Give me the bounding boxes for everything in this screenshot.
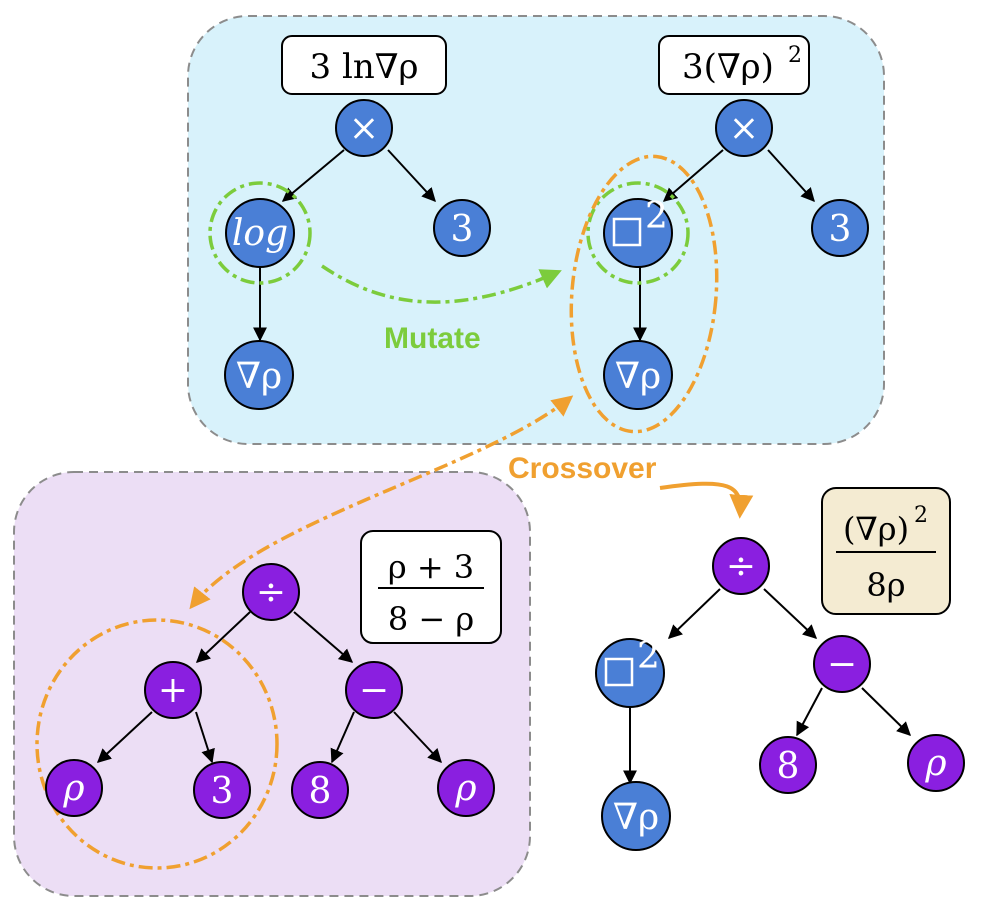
crossover-label: Crossover — [508, 452, 657, 485]
expr-result-denominator: 8ρ — [866, 566, 905, 604]
svg-text:÷: ÷ — [256, 572, 286, 613]
svg-text:ρ: ρ — [924, 743, 946, 784]
crossover-subtree-highlight-bottom — [35, 618, 279, 870]
tree3-node-eight: 8 — [291, 761, 349, 819]
tree3-edges — [96, 611, 442, 764]
mutate-arrow — [321, 264, 562, 304]
svg-text:3: 3 — [451, 209, 474, 250]
result-node-minus: − — [813, 635, 871, 693]
mutate-target-highlight — [586, 181, 690, 285]
result-node-div: ÷ — [712, 537, 770, 595]
result-node-rho: ρ — [907, 734, 965, 792]
expr-box-log-tree: 3 ln∇ρ — [281, 35, 447, 95]
tree2-node-times: × — [715, 99, 773, 157]
result-node-eight: 8 — [759, 736, 817, 794]
tree3-node-rho-right: ρ — [437, 759, 495, 817]
svg-text:−: − — [827, 644, 857, 685]
expr-square-tree-exponent: 2 — [788, 43, 802, 68]
expr-frac-numerator: ρ + 3 — [388, 548, 474, 586]
svg-text:3: 3 — [211, 771, 234, 812]
tree1-node-times: × — [335, 99, 393, 157]
tree3-node-div: ÷ — [242, 563, 300, 621]
crossover-swap-arrow — [189, 395, 574, 610]
tree2-edges — [633, 149, 815, 342]
svg-text:ρ: ρ — [62, 768, 84, 809]
tree3-node-minus: − — [345, 661, 403, 719]
tree1-node-log: log — [225, 198, 295, 268]
tree3-node-rho-left: ρ — [45, 759, 103, 817]
mutate-source-highlight — [208, 181, 312, 285]
tree3-node-three: 3 — [193, 761, 251, 819]
expr-result-numerator: (∇ρ) — [843, 510, 909, 548]
svg-text:+: + — [158, 670, 188, 711]
svg-text:2: 2 — [645, 196, 668, 237]
svg-text:∇ρ: ∇ρ — [615, 356, 661, 397]
svg-text:8: 8 — [309, 771, 332, 812]
expr-result-exponent: 2 — [914, 503, 928, 528]
tree2-node-three: 3 — [811, 199, 869, 257]
svg-text:2: 2 — [637, 636, 660, 677]
expr-box-square-tree: 3(∇ρ) 2 — [658, 35, 810, 95]
svg-text:×: × — [729, 108, 759, 149]
tree2-node-gradrho: ∇ρ — [603, 340, 673, 410]
expr-square-tree-text: 3(∇ρ) — [682, 47, 774, 87]
svg-text:−: − — [359, 670, 389, 711]
svg-text:3: 3 — [829, 209, 852, 250]
svg-text:∇ρ: ∇ρ — [236, 356, 282, 397]
result-node-gradrho: ∇ρ — [601, 781, 671, 851]
svg-text:∇ρ: ∇ρ — [613, 797, 659, 838]
svg-text:÷: ÷ — [726, 546, 756, 587]
expr-box-frac-tree: ρ + 3 8 − ρ — [360, 530, 502, 644]
svg-text:8: 8 — [777, 746, 800, 787]
mutate-label: Mutate — [384, 322, 481, 355]
expr-frac-denominator: 8 − ρ — [388, 600, 474, 638]
tree2-node-square: 2 — [603, 196, 673, 268]
tree1-edges — [253, 149, 436, 342]
tree1-node-gradrho: ∇ρ — [224, 340, 294, 410]
expr-box-result: (∇ρ) 2 8ρ — [821, 487, 951, 615]
square-placeholder-icon — [612, 217, 642, 247]
square-placeholder-icon — [604, 657, 634, 687]
crossover-subtree-highlight-top — [569, 154, 719, 434]
tree1-node-three: 3 — [433, 199, 491, 257]
expr-log-tree-text: 3 ln∇ρ — [310, 47, 419, 87]
crossover-result-arrow — [659, 481, 754, 519]
tree3-node-plus: + — [144, 661, 202, 719]
svg-text:ρ: ρ — [454, 768, 476, 809]
result-node-square: 2 — [595, 636, 665, 708]
result-tree-edges — [623, 588, 912, 785]
svg-text:log: log — [232, 213, 288, 254]
svg-text:×: × — [349, 108, 379, 149]
